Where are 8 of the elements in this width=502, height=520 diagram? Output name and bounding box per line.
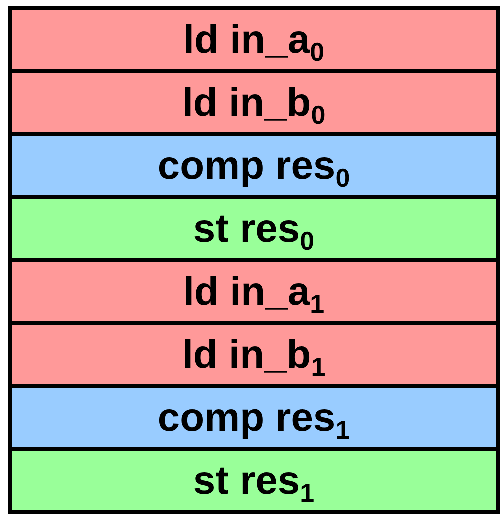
instruction-label: ld in_a$_{1}$ — [183, 272, 325, 312]
instruction-label: ld in_b$_{0}$ — [182, 82, 326, 122]
instruction-label: st res$_{1}$ — [193, 460, 315, 500]
instruction-label: st res$_{0}$ — [193, 208, 315, 248]
instruction-label: comp res$_{0}$ — [158, 146, 350, 186]
instruction-label: ld in_a$_{0}$ — [183, 20, 325, 60]
instruction-label: ld in_b$_{1}$ — [182, 334, 326, 374]
instruction-label: comp res$_{1}$ — [158, 398, 350, 438]
